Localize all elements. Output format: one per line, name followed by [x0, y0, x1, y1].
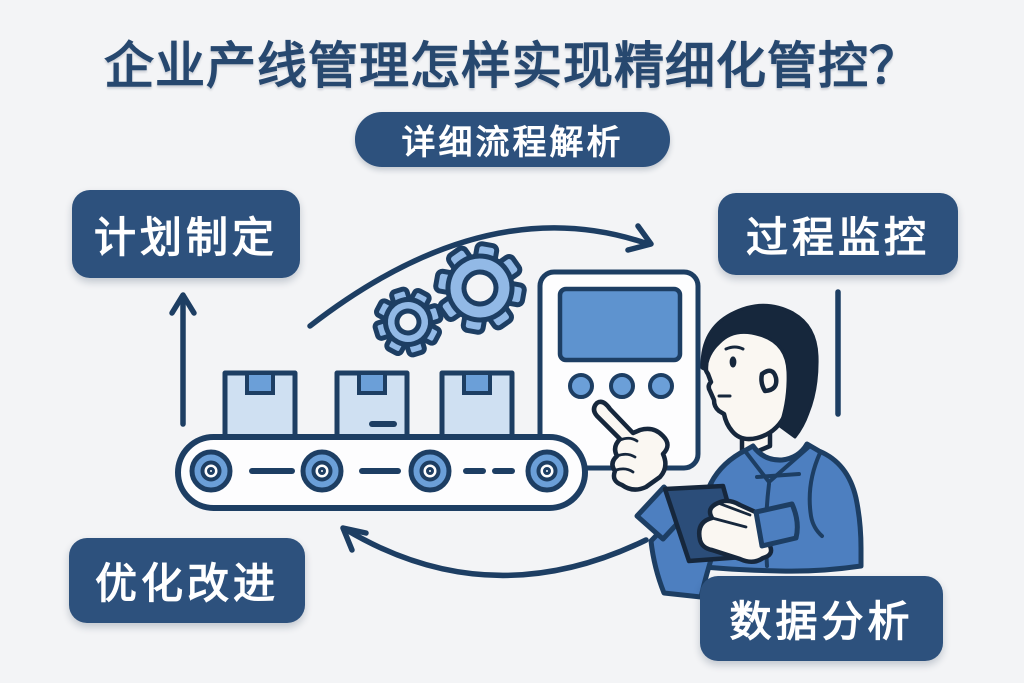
- control-panel-icon: [537, 269, 701, 471]
- worker-cuff: [753, 501, 800, 549]
- roller-icon: [408, 449, 452, 493]
- panel-button: [648, 373, 674, 399]
- page-title: 企业产线管理怎样实现精细化管控？: [104, 38, 920, 94]
- roller-icon: [525, 449, 569, 493]
- carton-box-icon: [439, 370, 515, 440]
- roller-icon: [189, 449, 233, 493]
- panel-button: [568, 373, 594, 399]
- cycle-arrow-top-icon: [307, 223, 654, 329]
- panel-screen: [557, 286, 683, 363]
- worker-eye: [729, 356, 737, 368]
- cycle-arrow-bottom-icon: [340, 525, 649, 579]
- pointing-hand: [591, 399, 670, 492]
- worker-hair: [700, 303, 819, 439]
- roller-icon: [300, 449, 344, 493]
- carton-box-icon: [222, 370, 298, 440]
- carton-box-icon: [334, 370, 410, 440]
- worker-illustration: [591, 303, 864, 600]
- up-arrow-icon: [169, 292, 197, 427]
- node-optimize: 优化改进: [69, 538, 305, 623]
- panel-button: [609, 373, 635, 399]
- node-monitor: 过程监控: [718, 193, 958, 275]
- node-plan: 计划制定: [72, 190, 300, 278]
- gear-large-icon: [433, 241, 527, 335]
- conveyor-belt-icon: [175, 370, 588, 511]
- gear-small-icon: [372, 286, 444, 358]
- node-analysis: 数据分析: [700, 576, 943, 661]
- worker-ear: [759, 368, 779, 394]
- subtitle-badge: 详细流程解析: [355, 112, 670, 167]
